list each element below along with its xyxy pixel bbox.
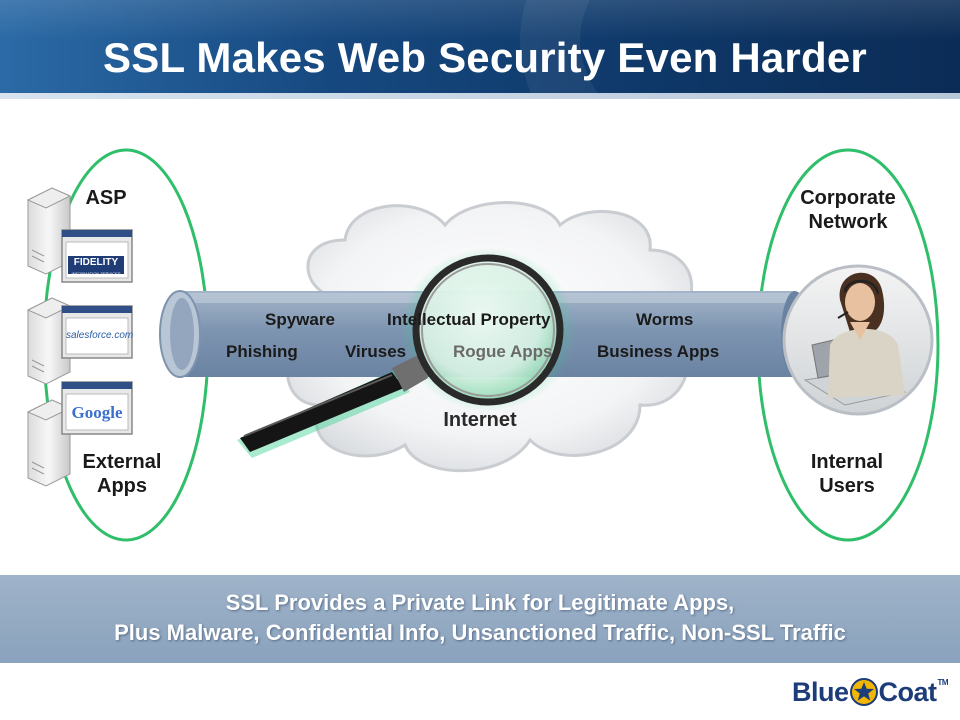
footer-line-2: Plus Malware, Confidential Info, Unsanct… — [114, 620, 846, 645]
header-banner — [0, 0, 960, 96]
threat-viruses: Viruses — [345, 342, 407, 361]
threat-rogue-apps: Rogue Apps — [453, 342, 553, 361]
internal-users-label-line2: Users — [819, 475, 875, 497]
footer-banner — [0, 575, 960, 663]
threat-business-apps: Business Apps — [597, 342, 720, 361]
header-divider — [0, 93, 960, 99]
external-apps-label-line2: Apps — [97, 475, 147, 497]
fidelity-logo: FIDELITY INFORMATION SERVICES — [69, 257, 123, 277]
threat-worms: Worms — [636, 310, 694, 329]
threat-intellectual-property: Intellectual Property — [387, 310, 551, 329]
threat-phishing: Phishing — [226, 342, 298, 361]
server-google — [26, 381, 133, 487]
logo-trademark: TM — [937, 678, 949, 687]
corporate-network-label-line1: Corporate — [800, 187, 896, 209]
corporate-network-label: Corporate Network — [782, 186, 914, 234]
star-badge-icon — [849, 678, 878, 706]
external-apps-label: External Apps — [62, 450, 182, 498]
internal-users-label-line1: Internal — [810, 451, 884, 473]
salesforce-logo: salesforce.com — [66, 330, 134, 341]
internet-label: Internet — [443, 409, 517, 431]
footer-line-1: SSL Provides a Private Link for Legitima… — [225, 590, 735, 615]
asp-label: ASP — [85, 187, 127, 209]
google-logo: Google — [71, 403, 123, 422]
internal-user-photo — [782, 264, 934, 416]
slide-title: SSL Makes Web Security Even Harder — [103, 34, 867, 81]
server-salesforce — [26, 297, 133, 385]
fidelity-logo-text: FIDELITY — [73, 257, 119, 268]
bluecoat-logo: Blue Coat TM — [792, 676, 949, 708]
logo-text-right: Coat — [878, 676, 938, 707]
fidelity-logo-sub: INFORMATION SERVICES — [71, 271, 121, 276]
server-fidelity — [26, 187, 133, 283]
threat-spyware: Spyware — [265, 310, 335, 329]
magnifying-glass-icon — [237, 248, 576, 458]
logo-text-left: Blue — [792, 676, 849, 707]
internal-users-label: Internal Users — [787, 450, 907, 498]
corporate-network-label-line2: Network — [808, 211, 888, 233]
external-apps-label-line1: External — [82, 451, 162, 473]
